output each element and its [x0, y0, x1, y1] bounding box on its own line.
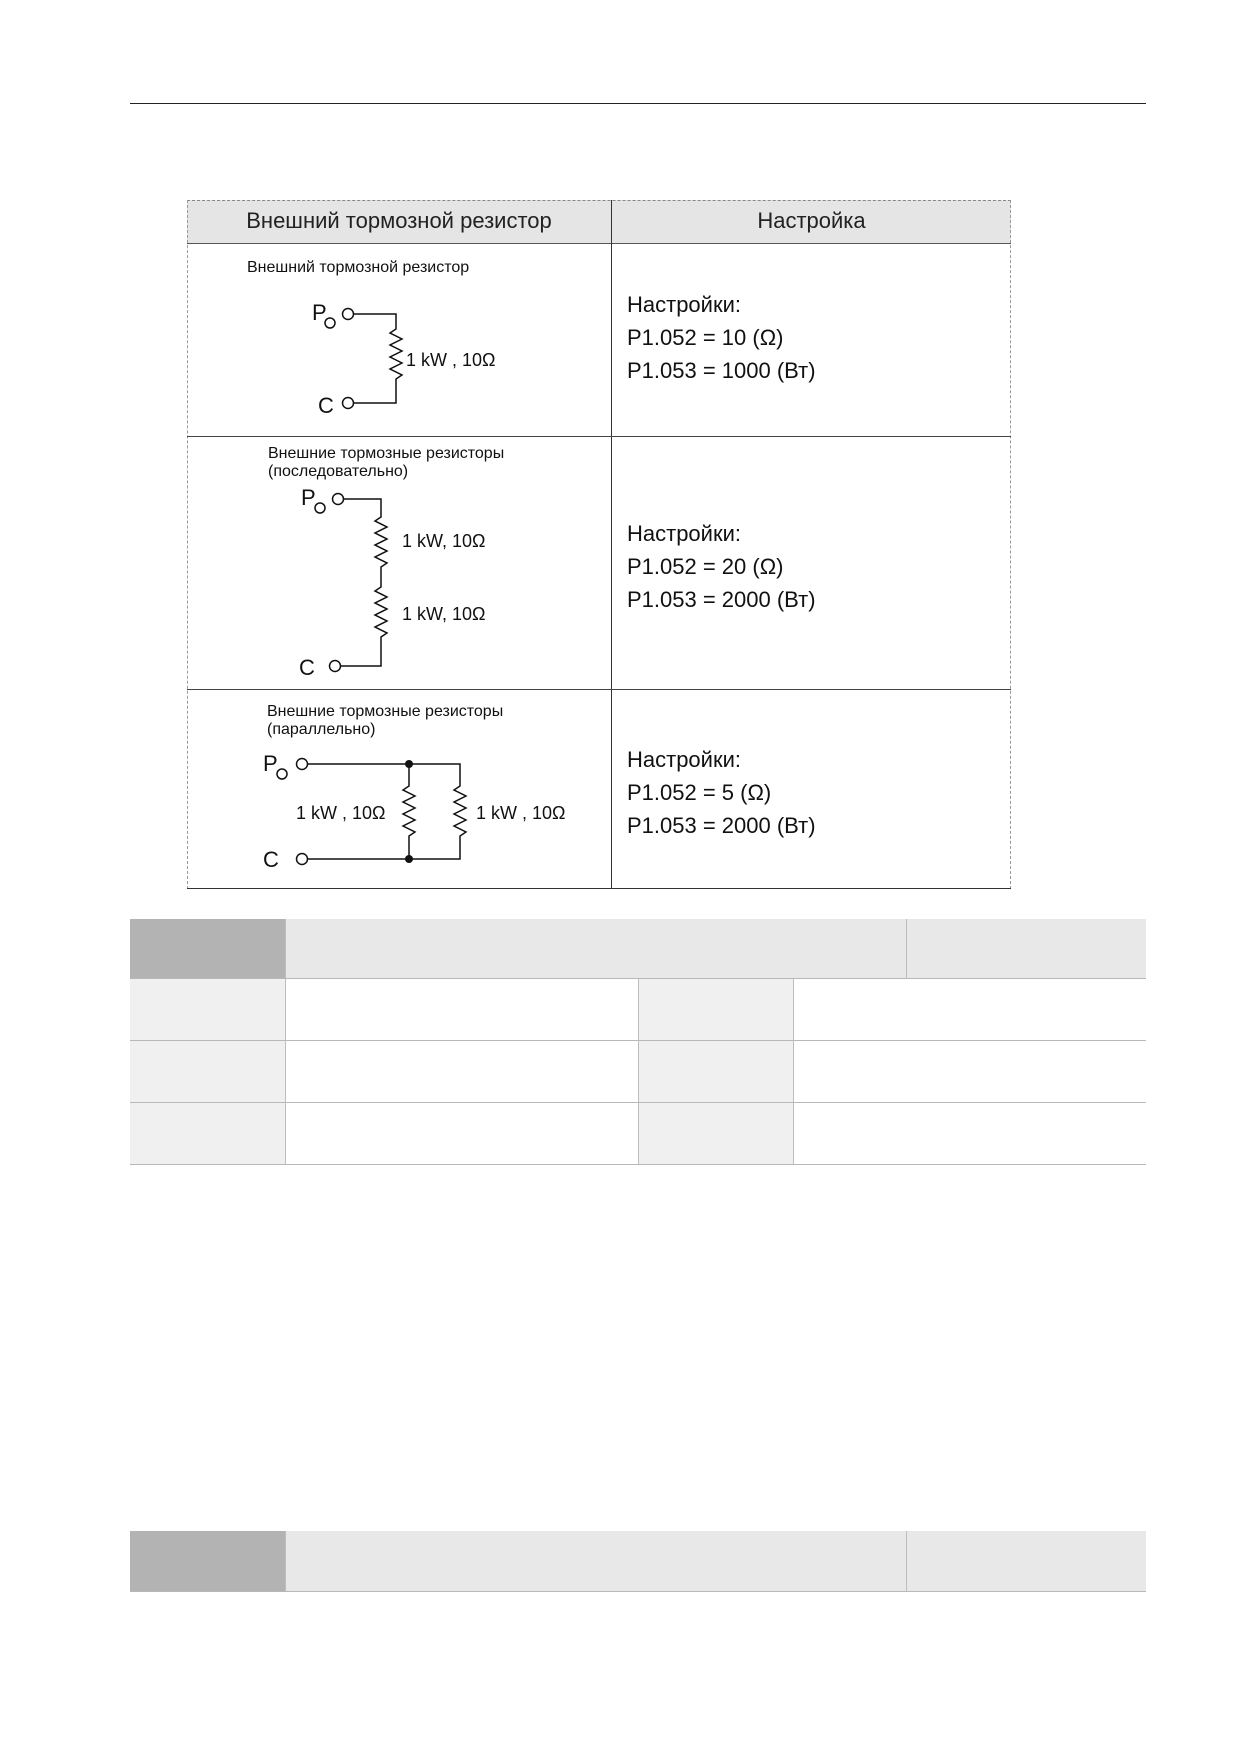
strip-bottom-border	[130, 1591, 1146, 1592]
terminal-p-label: P	[301, 485, 316, 510]
column-separator	[638, 978, 639, 1165]
table-header-row	[187, 200, 1011, 244]
terminal-c-label: C	[318, 393, 334, 418]
parallel-branch	[401, 764, 417, 859]
column-separator	[793, 978, 794, 1165]
next-parameter-header	[130, 1531, 1146, 1592]
column-separator	[906, 919, 907, 978]
diagram-caption: (параллельно)	[267, 721, 375, 738]
table-right-border	[1010, 200, 1011, 889]
row-separator	[187, 689, 1011, 690]
settings-title: Настройки:	[627, 521, 741, 546]
column-separator	[285, 919, 286, 1165]
settings-block-3: Настройки: P1.052 = 5 (Ω) P1.053 = 2000 …	[627, 743, 816, 842]
resistor-settings-table: Внешний тормозной резистор Настройка Вне…	[187, 200, 1011, 889]
terminal-c-label: C	[299, 655, 315, 680]
column-separator	[611, 200, 612, 889]
terminal-p-connector	[331, 492, 345, 506]
parameter-table	[130, 919, 1146, 1165]
column-separator	[906, 1531, 907, 1591]
junction-dot	[405, 760, 413, 768]
parallel-resistors-diagram: Внешние тормозные резисторы (параллельно…	[263, 703, 565, 872]
parallel-circuit	[307, 763, 468, 860]
settings-block-2: Настройки: P1.052 = 20 (Ω) P1.053 = 2000…	[627, 517, 816, 616]
resistor-circuit	[353, 313, 404, 404]
diagram-caption: (последовательно)	[268, 463, 408, 480]
terminal-p-marker	[314, 502, 326, 514]
series-circuit	[340, 498, 389, 667]
resistor-rating-label: 1 kW , 10Ω	[476, 803, 565, 823]
diagram-caption: Внешние тормозные резисторы	[268, 445, 504, 462]
parameter-name-cell	[285, 919, 906, 978]
resistor-rating-label: 1 kW, 10Ω	[402, 604, 486, 624]
settings-block-1: Настройки: P1.052 = 10 (Ω) P1.053 = 1000…	[627, 288, 816, 387]
series-resistors-diagram: Внешние тормозные резисторы (последовате…	[268, 445, 504, 680]
header-resistor: Внешний тормозной резистор	[246, 208, 552, 233]
terminal-c-label: C	[263, 847, 279, 872]
resistor-rating-label: 1 kW , 10Ω	[406, 350, 495, 370]
setting-p1053: P1.053 = 2000 (Вт)	[627, 587, 816, 612]
terminal-p-label: P	[312, 300, 327, 325]
single-resistor-diagram: Внешний тормозной резистор P 1 kW , 10Ω …	[247, 259, 495, 418]
resistor-rating-label: 1 kW , 10Ω	[296, 803, 385, 823]
resistor-rating-label: 1 kW, 10Ω	[402, 531, 486, 551]
parameter-code-cell	[130, 1531, 285, 1591]
junction-dot	[405, 855, 413, 863]
terminal-p-marker	[276, 768, 288, 780]
parameter-code-cell	[130, 919, 285, 978]
row-separator	[187, 436, 1011, 437]
setting-p1052: P1.052 = 20 (Ω)	[627, 554, 784, 579]
table-left-border	[187, 200, 188, 889]
setting-p1053: P1.053 = 1000 (Вт)	[627, 358, 816, 383]
parameter-address-cell	[906, 919, 1146, 978]
diagram-caption: Внешний тормозной резистор	[247, 259, 469, 276]
settings-title: Настройки:	[627, 747, 741, 772]
setting-p1052: P1.052 = 10 (Ω)	[627, 325, 784, 350]
label-column	[638, 978, 793, 1165]
terminal-p-connector	[341, 307, 355, 321]
settings-title: Настройки:	[627, 292, 741, 317]
header-settings: Настройка	[757, 208, 866, 233]
label-column	[130, 978, 285, 1165]
parameter-address-cell	[906, 1531, 1146, 1591]
terminal-c-connector	[328, 659, 342, 673]
setting-p1053: P1.053 = 2000 (Вт)	[627, 813, 816, 838]
terminal-p-label: P	[263, 751, 278, 776]
parameter-name-cell	[285, 1531, 906, 1591]
terminal-c-connector	[295, 852, 309, 866]
terminal-p-connector	[295, 757, 309, 771]
table-bottom-border	[187, 888, 1011, 889]
diagram-caption: Внешние тормозные резисторы	[267, 703, 503, 720]
setting-p1052: P1.052 = 5 (Ω)	[627, 780, 772, 805]
terminal-c-connector	[341, 396, 355, 410]
column-separator	[285, 1531, 286, 1591]
page-header-rule	[130, 103, 1146, 104]
terminal-p-marker	[324, 317, 336, 329]
